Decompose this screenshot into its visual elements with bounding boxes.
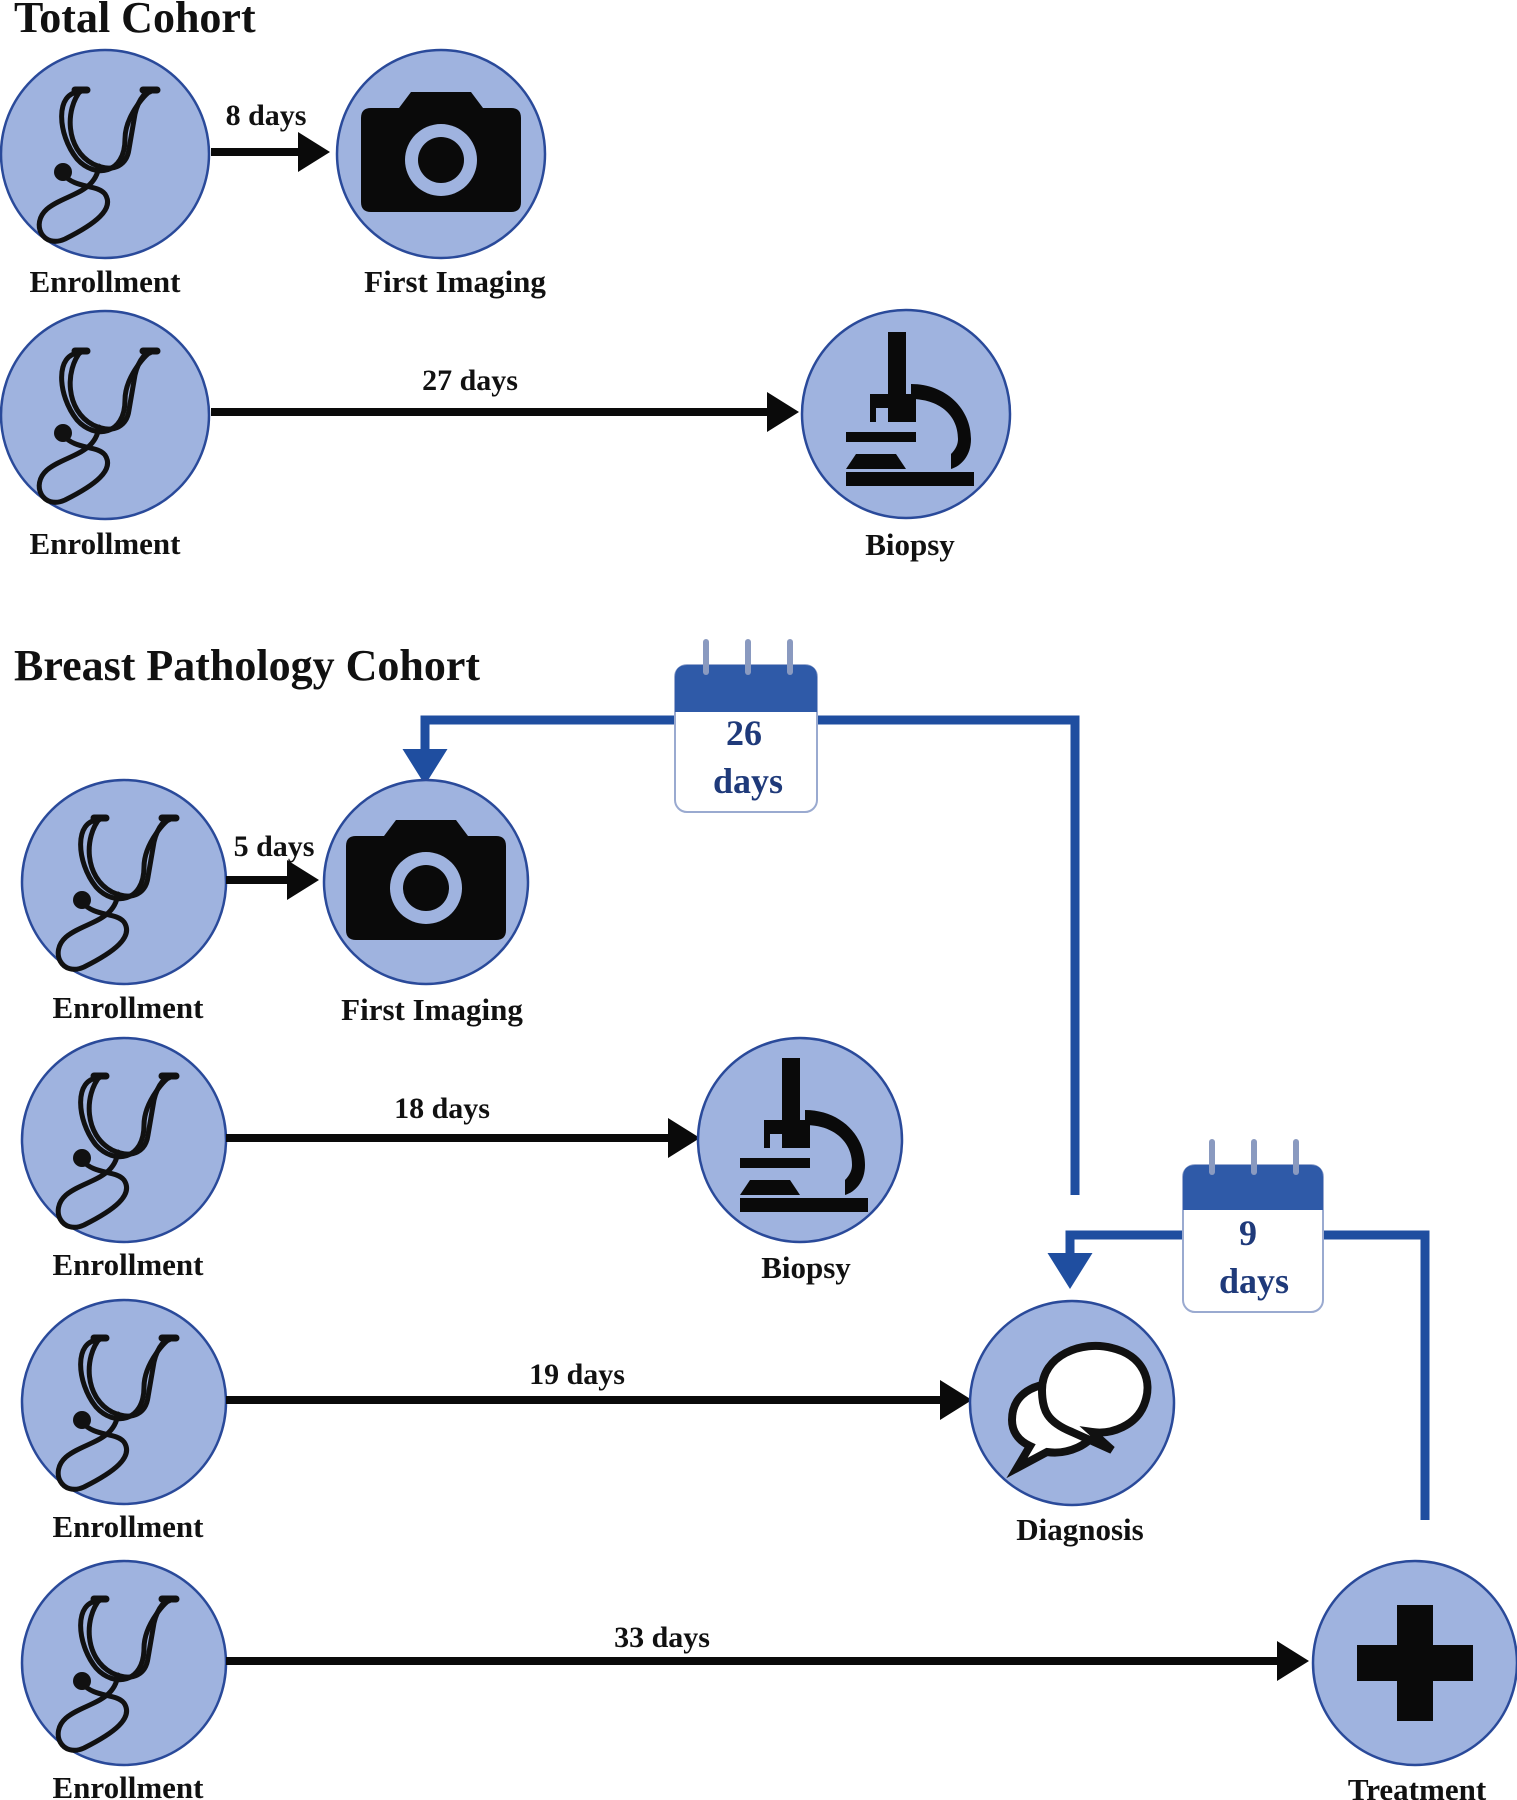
calendar-number: 9	[1239, 1213, 1257, 1253]
biopsy-label: Biopsy	[865, 527, 955, 562]
enrollment-label: Enrollment	[30, 264, 182, 299]
calendar-icon: 9 days	[1182, 1139, 1324, 1313]
enrollment-label: Enrollment	[53, 1509, 205, 1544]
treatment-label: Treatment	[1348, 1772, 1487, 1800]
biopsy-node	[696, 1036, 904, 1244]
diagnosis-label: Diagnosis	[1016, 1512, 1143, 1547]
first-imaging-node	[322, 778, 530, 986]
calendar-unit: days	[713, 761, 783, 801]
calendar-unit: days	[1219, 1261, 1289, 1301]
days-total-biopsy: 27 days	[422, 364, 518, 397]
calendar-number: 26	[726, 713, 762, 753]
calendar-icon: 26 days	[674, 639, 818, 813]
camera-icon	[346, 820, 506, 940]
enrollment-node	[20, 1559, 228, 1767]
enrollment-node	[0, 48, 211, 260]
enrollment-node	[0, 309, 211, 521]
days-total-imaging: 8 days	[226, 99, 307, 132]
treatment-node	[1311, 1559, 1517, 1767]
days-breast-imaging: 5 days	[234, 830, 315, 863]
enrollment-node	[20, 1036, 228, 1244]
enrollment-label: Enrollment	[53, 990, 205, 1025]
section-title-breast: Breast Pathology Cohort	[14, 641, 480, 690]
days-breast-treatment: 33 days	[614, 1621, 710, 1654]
days-breast-biopsy: 18 days	[394, 1092, 490, 1125]
enrollment-node	[20, 778, 228, 986]
days-breast-diagnosis: 19 days	[529, 1358, 625, 1391]
biopsy-label: Biopsy	[761, 1250, 851, 1285]
first-imaging-label: First Imaging	[341, 992, 523, 1027]
enrollment-label: Enrollment	[53, 1770, 205, 1800]
first-imaging-node	[335, 48, 547, 260]
section-title-total: Total Cohort	[14, 0, 256, 42]
biopsy-node	[800, 308, 1012, 520]
diagnosis-node	[968, 1299, 1176, 1507]
camera-icon	[361, 92, 521, 212]
enrollment-label: Enrollment	[30, 526, 182, 561]
enrollment-label: Enrollment	[53, 1247, 205, 1282]
first-imaging-label: First Imaging	[364, 264, 546, 299]
enrollment-node	[20, 1298, 228, 1506]
